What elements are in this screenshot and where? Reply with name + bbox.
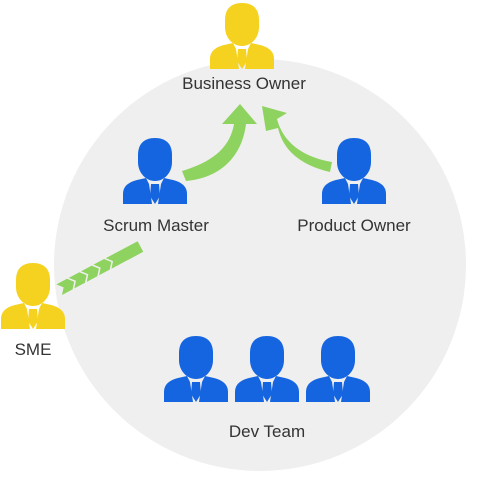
scrum-master-label: Scrum Master [103, 216, 209, 235]
product-owner-to-business-owner-arrow [262, 106, 332, 172]
scrum-master-to-business-owner-arrow [182, 104, 257, 181]
dev-team-label: Dev Team [228, 422, 306, 441]
business-owner-icon [210, 3, 274, 69]
sme-label: SME [14, 340, 52, 359]
sme-to-scrum-master-chevron-arrow [56, 241, 144, 295]
business-owner-label: Business Owner [182, 74, 306, 93]
product-owner-label: Product Owner [297, 216, 411, 235]
dev-team-group-icon [164, 336, 370, 402]
